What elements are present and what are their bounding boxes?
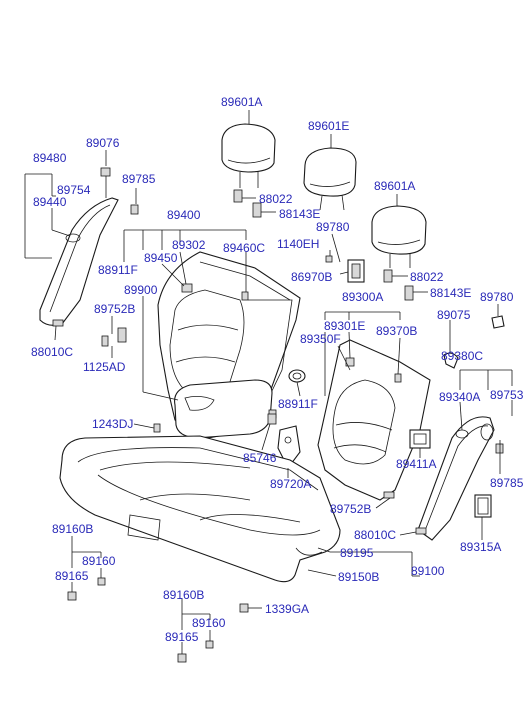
label-89300a: 89300A <box>342 290 384 304</box>
label-89780-right: 89780 <box>480 290 514 304</box>
label-89460c: 89460C <box>223 241 266 255</box>
label-89785-top: 89785 <box>122 172 156 186</box>
trim-89075 <box>443 352 459 369</box>
label-89440: 89440 <box>33 195 67 209</box>
label-89165-left: 89165 <box>55 569 89 583</box>
label-89450: 89450 <box>144 251 178 265</box>
label-89195: 89195 <box>340 546 374 560</box>
label-88911f-b: 88911F <box>278 397 318 411</box>
label-88143e-b: 88143E <box>430 286 472 300</box>
label-89601e: 89601E <box>308 119 350 133</box>
leader-lines <box>24 110 513 654</box>
label-89340a: 89340A <box>439 390 481 404</box>
label-89785-right: 89785 <box>490 476 524 490</box>
label-89411a: 89411A <box>396 457 437 471</box>
seat-cushion <box>59 435 341 583</box>
label-88022-b: 88022 <box>410 270 444 284</box>
label-89601a-right: 89601A <box>374 179 416 193</box>
label-89753: 89753 <box>490 388 524 402</box>
bushing <box>288 369 306 383</box>
clip-89780-right <box>491 315 505 329</box>
label-88143e-a: 88143E <box>279 207 321 221</box>
label-89370b: 89370B <box>376 324 418 338</box>
label-89160-left: 89160 <box>82 554 116 568</box>
headrest-right <box>371 205 427 268</box>
label-89752b-a: 89752B <box>94 302 136 316</box>
label-89601a-left: 89601A <box>221 95 263 109</box>
latch-86970B <box>347 259 365 283</box>
label-89160b-bottom: 89160B <box>163 588 205 602</box>
label-89165-bottom: 89165 <box>165 630 199 644</box>
label-89380c: 89380C <box>441 349 484 363</box>
label-89900: 89900 <box>124 283 158 297</box>
label-1140eh: 1140EH <box>277 237 320 251</box>
side-bolster-left <box>39 167 139 327</box>
label-89302: 89302 <box>172 238 206 252</box>
label-1243dj: 1243DJ <box>92 417 134 431</box>
label-89160-bottom: 89160 <box>192 616 226 630</box>
label-89480: 89480 <box>33 151 67 165</box>
label-85746: 85746 <box>243 451 277 465</box>
label-88010c-b: 88010C <box>354 528 397 542</box>
label-89720a: 89720A <box>270 477 312 491</box>
label-89350f: 89350F <box>300 332 341 346</box>
cover-89411A <box>409 429 431 449</box>
label-89301e: 89301E <box>324 319 366 333</box>
label-89160b-left: 89160B <box>52 522 94 536</box>
label-88010c-a: 88010C <box>31 345 74 359</box>
label-89754: 89754 <box>57 183 91 197</box>
hinge-bracket <box>277 425 301 470</box>
label-88911f-a: 88911F <box>98 263 138 277</box>
pad-89315A <box>474 494 492 518</box>
label-1339ga: 1339GA <box>265 602 310 616</box>
headrest-center <box>303 147 357 211</box>
side-bolster-right <box>415 416 504 541</box>
clip-85746 <box>267 413 277 425</box>
label-89075: 89075 <box>437 308 471 322</box>
label-88022-a: 88022 <box>259 192 293 206</box>
label-86970b: 86970B <box>291 270 333 284</box>
label-1125ad: 1125AD <box>83 360 126 374</box>
bolt-1140EH <box>325 255 333 263</box>
headrest-left <box>221 123 276 188</box>
label-89400: 89400 <box>167 208 201 222</box>
seatback-right <box>317 339 431 501</box>
label-89150b: 89150B <box>338 570 380 584</box>
label-89780-mid: 89780 <box>316 220 350 234</box>
fasteners <box>67 327 249 663</box>
headrest-guides <box>233 189 414 301</box>
label-89752b-b: 89752B <box>330 502 372 516</box>
label-89076: 89076 <box>86 136 120 150</box>
label-89100: 89100 <box>411 564 445 578</box>
label-89315a: 89315A <box>460 540 502 554</box>
armrest <box>174 379 277 439</box>
